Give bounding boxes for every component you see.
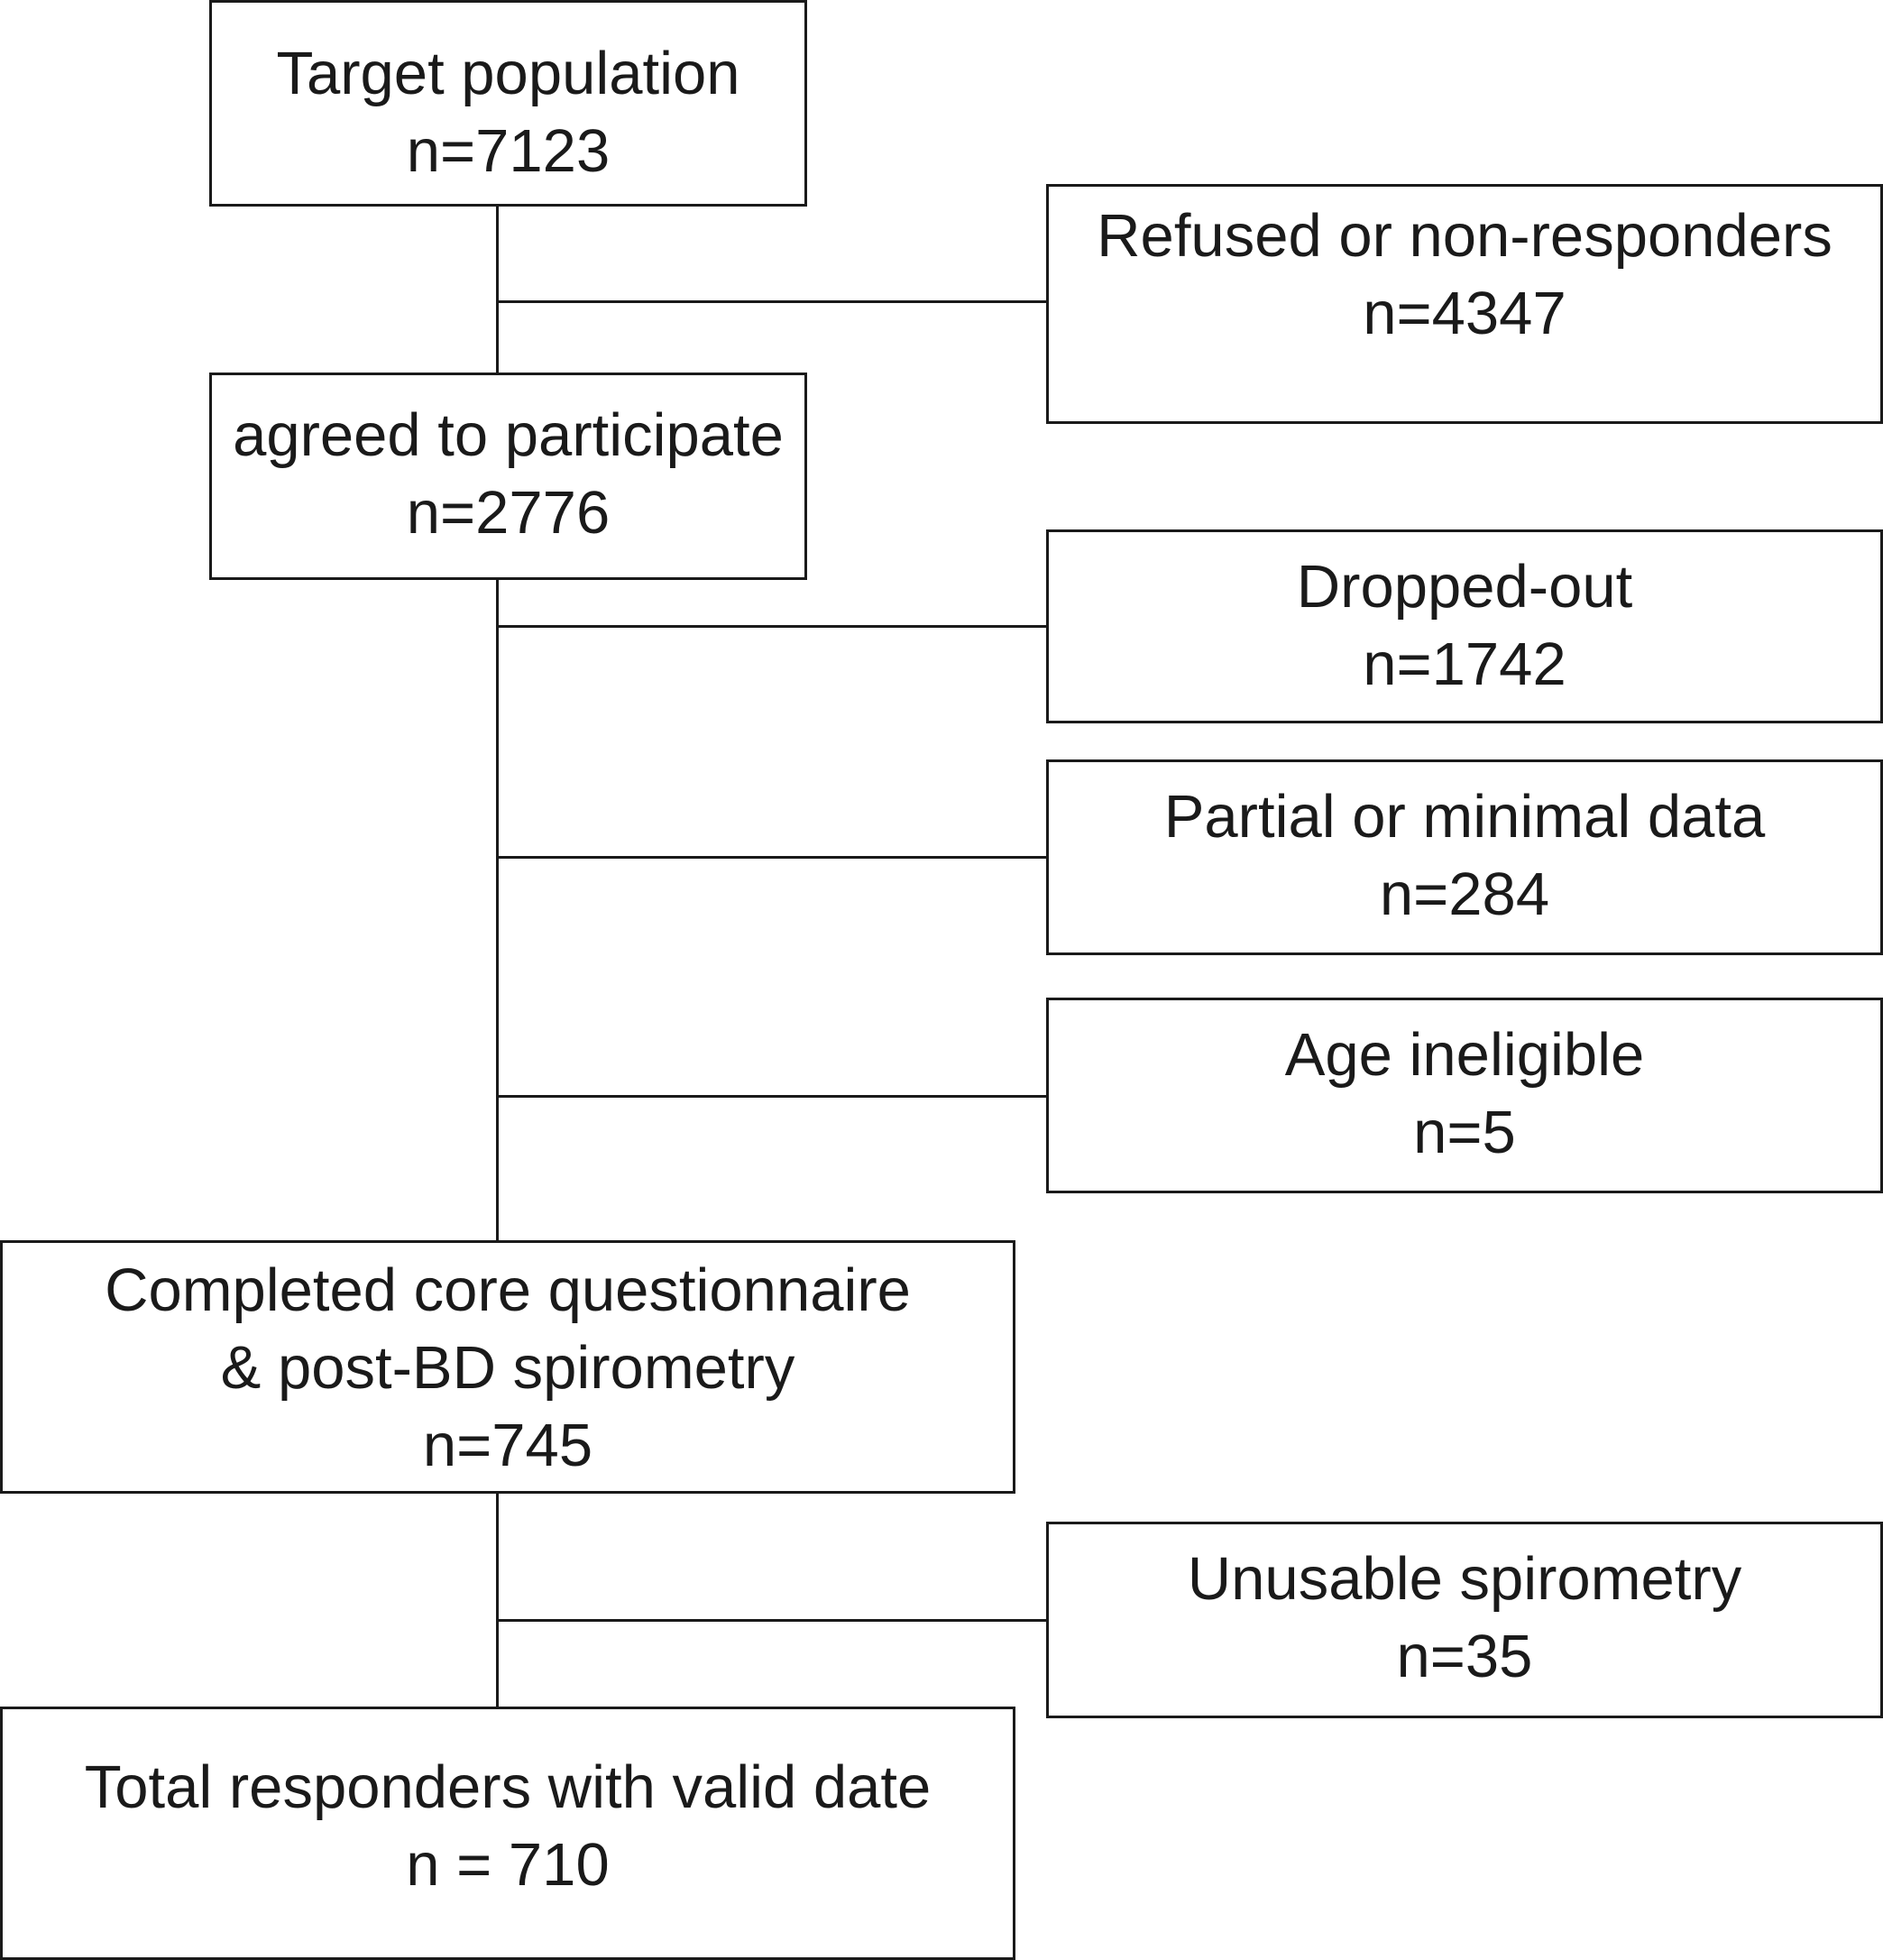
partial-data-box: Partial or minimal data n=284 bbox=[1046, 759, 1883, 955]
age-ineligible-box: Age ineligible n=5 bbox=[1046, 998, 1883, 1193]
dropped-label: Dropped-out bbox=[1296, 553, 1633, 621]
completed-label-line2: & post-BD spirometry bbox=[220, 1334, 795, 1402]
unusable-spirometry-box: Unusable spirometry n=35 bbox=[1046, 1522, 1883, 1718]
target-population-label: Target population bbox=[276, 40, 740, 107]
agreed-label: agreed to participate bbox=[233, 401, 784, 469]
agreed-count: n=2776 bbox=[406, 479, 611, 547]
agreed-to-participate-box: agreed to participate n=2776 bbox=[209, 373, 807, 580]
refused-label: Refused or non-responders bbox=[1097, 202, 1832, 270]
age-label: Age ineligible bbox=[1284, 1021, 1645, 1089]
refused-box: Refused or non-responders n=4347 bbox=[1046, 184, 1883, 424]
partial-label: Partial or minimal data bbox=[1163, 783, 1766, 851]
completed-core-box: Completed core questionnaire & post-BD s… bbox=[0, 1240, 1015, 1494]
refused-count: n=4347 bbox=[1363, 280, 1566, 347]
unusable-label: Unusable spirometry bbox=[1187, 1545, 1742, 1613]
branch-connector-partial bbox=[496, 856, 1048, 859]
total-label: Total responders with valid date bbox=[84, 1753, 932, 1821]
main-trunk-connector-2 bbox=[496, 578, 499, 1242]
branch-connector-dropped bbox=[496, 625, 1048, 628]
dropped-out-box: Dropped-out n=1742 bbox=[1046, 529, 1883, 723]
target-population-count: n=7123 bbox=[406, 117, 611, 185]
partial-count: n=284 bbox=[1379, 860, 1550, 928]
target-population-box: Target population n=7123 bbox=[209, 0, 807, 207]
completed-label-line1: Completed core questionnaire bbox=[105, 1256, 911, 1324]
age-count: n=5 bbox=[1413, 1099, 1516, 1166]
completed-count: n=745 bbox=[422, 1412, 593, 1479]
branch-connector-unusable bbox=[496, 1619, 1048, 1622]
dropped-count: n=1742 bbox=[1363, 630, 1566, 698]
branch-connector-age bbox=[496, 1095, 1048, 1098]
main-trunk-connector-3 bbox=[496, 1492, 499, 1708]
branch-connector-refused bbox=[496, 300, 1048, 303]
total-responders-box: Total responders with valid date n = 710 bbox=[0, 1707, 1015, 1960]
total-count: n = 710 bbox=[406, 1831, 610, 1899]
unusable-count: n=35 bbox=[1396, 1623, 1533, 1690]
main-trunk-connector-1 bbox=[496, 206, 499, 373]
